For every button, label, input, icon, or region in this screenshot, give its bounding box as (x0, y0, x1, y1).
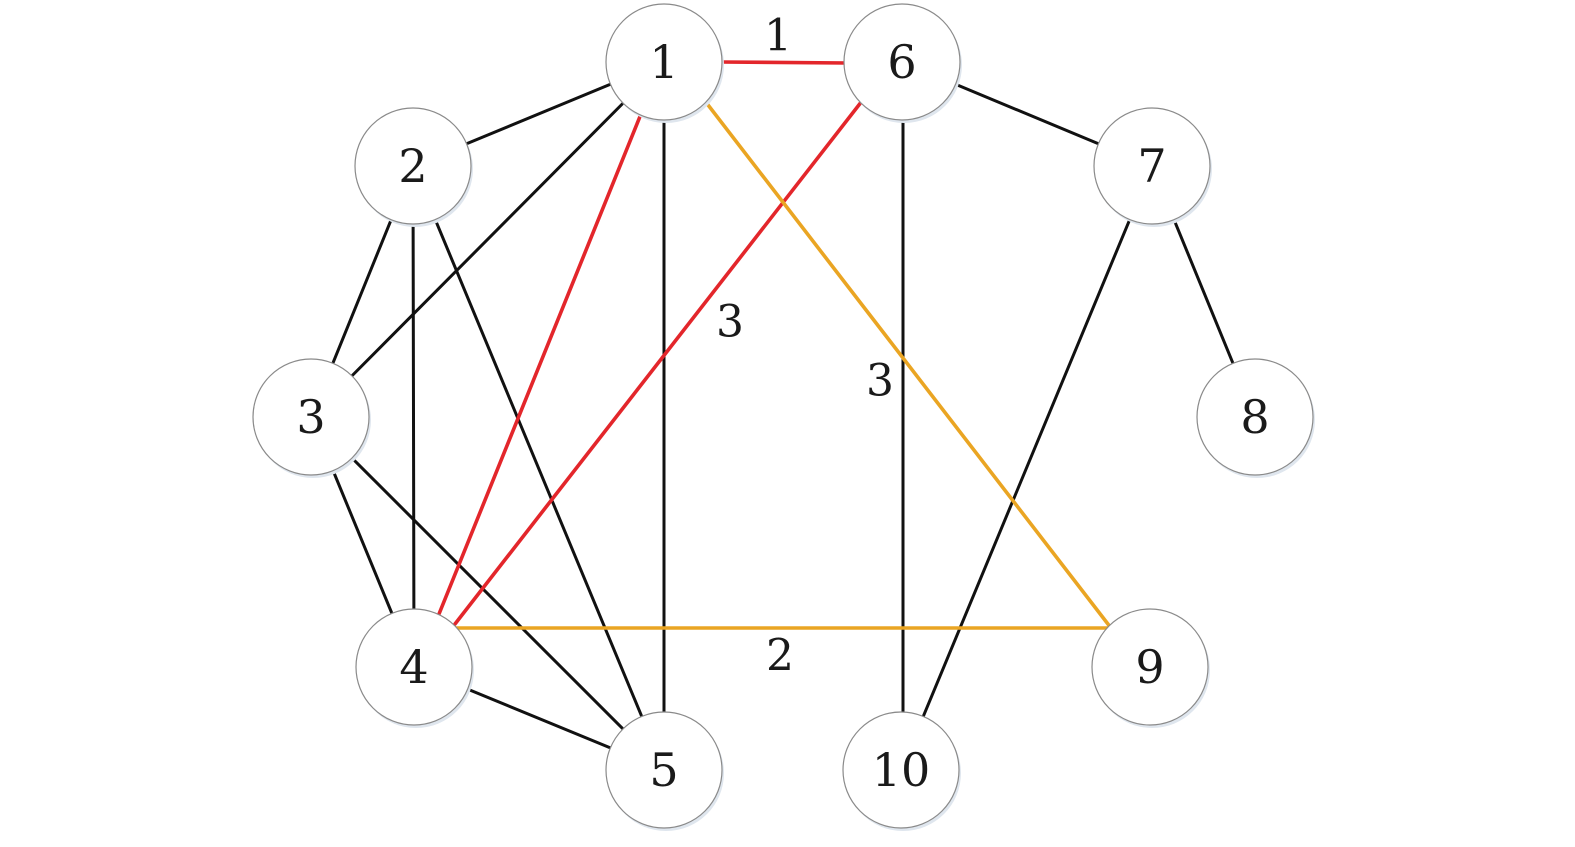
edge-1-3 (350, 101, 625, 378)
edge-2-5 (433, 218, 644, 718)
node-label-7: 7 (1137, 139, 1166, 193)
node-6: 6 (843, 3, 962, 123)
node-label-10: 10 (872, 743, 931, 797)
edge-3-5 (350, 456, 625, 731)
nodes-layer: 1 2 3 4 5 6 7 8 9 10 (252, 3, 1315, 831)
node-2: 2 (354, 107, 473, 227)
edges-layer (331, 60, 1235, 750)
node-9: 9 (1091, 608, 1210, 728)
node-circle-8 (1196, 358, 1314, 476)
node-circle-2 (354, 107, 472, 225)
node-label-3: 3 (296, 390, 325, 444)
edge-6-7 (954, 82, 1100, 146)
node-5: 5 (605, 711, 724, 831)
edge-7-8 (1172, 218, 1235, 365)
node-circle-7 (1093, 107, 1211, 225)
node-label-2: 2 (398, 139, 427, 193)
node-label-5: 5 (649, 743, 678, 797)
edge-1-9 (703, 99, 1113, 630)
node-label-9: 9 (1135, 640, 1164, 694)
node-7: 7 (1093, 107, 1212, 227)
node-circle-6 (843, 3, 961, 121)
node-1: 1 (605, 3, 724, 123)
node-circle-5 (605, 711, 723, 829)
node-label-1: 1 (649, 35, 678, 89)
node-label-6: 6 (887, 35, 916, 89)
edge-1-4 (437, 112, 643, 616)
node-circle-1 (605, 3, 723, 121)
node-circle-3 (252, 358, 370, 476)
node-8: 8 (1196, 358, 1315, 478)
node-circle-4 (355, 608, 473, 726)
edge-label-1-9: 3 (866, 356, 894, 407)
edge-3-4 (331, 469, 394, 615)
node-4: 4 (355, 608, 474, 728)
node-circle-9 (1091, 608, 1209, 726)
edge-1-2 (465, 82, 612, 146)
node-10: 10 (842, 711, 961, 831)
edge-1-6 (718, 60, 849, 65)
edge-label-6-4: 3 (716, 297, 744, 348)
edge-7-10 (921, 218, 1132, 718)
node-label-4: 4 (399, 640, 428, 694)
edge-2-3 (331, 218, 393, 365)
node-circle-10 (842, 711, 960, 829)
edge-labels-layer: 1 3 3 2 (716, 11, 894, 682)
node-3: 3 (252, 358, 371, 478)
edge-4-5 (466, 687, 612, 750)
edge-6-4 (453, 99, 864, 626)
edge-label-1-6: 1 (764, 11, 792, 62)
edge-2-4 (411, 222, 416, 611)
node-label-8: 8 (1240, 390, 1269, 444)
edge-label-4-9: 2 (766, 631, 794, 682)
